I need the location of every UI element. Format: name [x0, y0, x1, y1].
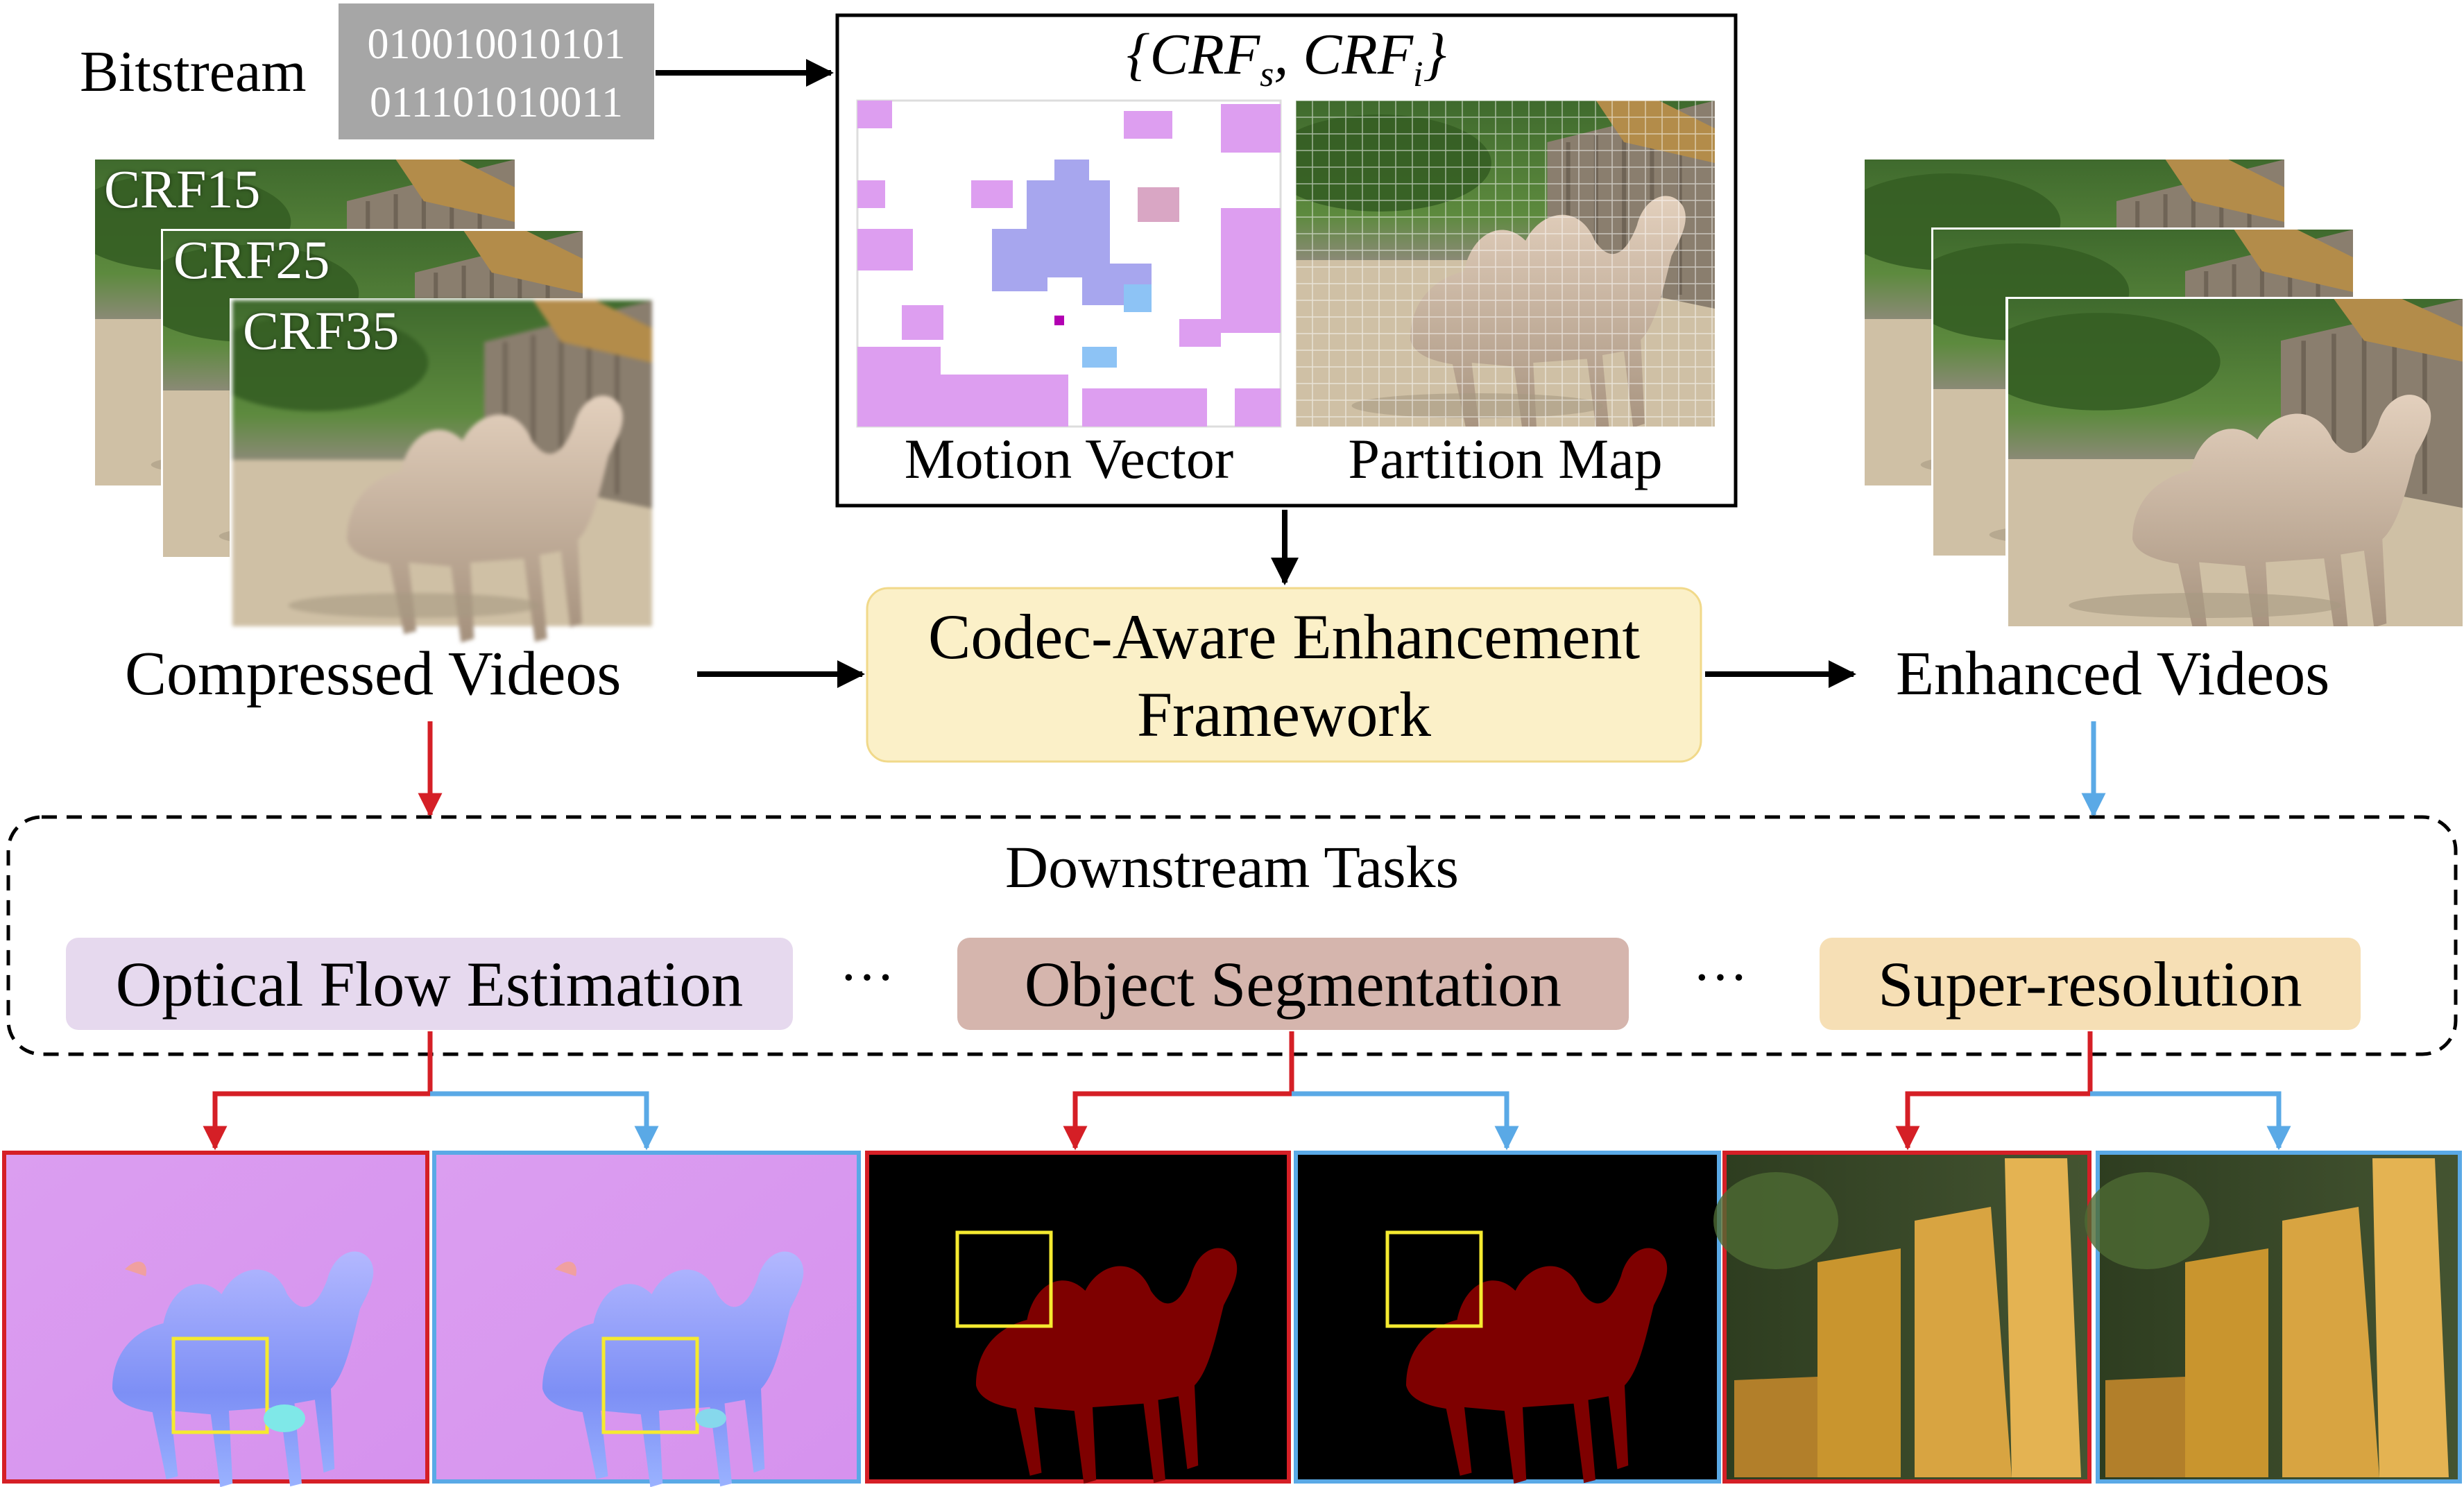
task-optical-flow: Optical Flow Estimation: [115, 948, 744, 1020]
branch-optical-flow: [203, 1031, 659, 1151]
framework-box: [866, 587, 1702, 763]
framework-label-line2: Framework: [1136, 679, 1432, 750]
downstream-container: [6, 815, 2458, 1056]
title-part1: {CRF: [1126, 22, 1260, 87]
title-close: }: [1423, 22, 1447, 87]
frame-tag-crf25: CRF25: [173, 230, 330, 290]
partition-map: [1295, 100, 1715, 427]
task-super-resolution: Super-resolution: [1878, 948, 2302, 1020]
result-flow-compressed: [2, 1151, 429, 1487]
enhanced-frame-3: [2005, 297, 2463, 628]
bitstream-box: [339, 3, 654, 139]
result-sr-enhanced: [2085, 1151, 2462, 1484]
result-sr-compressed: [1713, 1151, 2091, 1484]
result-seg-compressed: [865, 1151, 1291, 1484]
ellipsis-1: ···: [839, 947, 895, 1008]
frame-tag-crf15: CRF15: [104, 159, 261, 219]
title-sub-i: i: [1413, 54, 1423, 94]
task-pill-optical-flow: [66, 938, 793, 1030]
task-pill-super-resolution: [1820, 938, 2361, 1030]
branch-segmentation: [1063, 1031, 1519, 1151]
title-sep: , CRF: [1274, 22, 1414, 87]
bitstream-bits-line1: 010010010101: [367, 21, 626, 68]
ellipsis-2: ···: [1693, 947, 1748, 1008]
motion-vector-map: [856, 99, 1282, 428]
bitstream-label: Bitstream: [80, 40, 307, 104]
downstream-title: Downstream Tasks: [1004, 834, 1460, 900]
task-pill-segmentation: [957, 938, 1629, 1030]
partition-map-label: Partition Map: [1348, 427, 1663, 490]
bitstream-bits-line2: 011101010011: [369, 79, 624, 126]
title-sub-s: s: [1260, 54, 1274, 94]
framework-label: Codec-Aware Enhancement Framework: [867, 598, 1701, 753]
framework-label-line1: Codec-Aware Enhancement: [927, 601, 1641, 672]
task-object-segmentation: Object Segmentation: [1024, 948, 1562, 1020]
branch-super-resolution: [1895, 1031, 2291, 1151]
bitstream-bits: 010010010101 011101010011: [339, 15, 654, 132]
codec-info-title: {CRFs, CRFi}: [837, 21, 1736, 95]
compressed-videos-label: Compressed Videos: [125, 639, 622, 708]
compressed-frame-crf35: [230, 298, 654, 630]
result-seg-enhanced: [1294, 1151, 1721, 1484]
result-flow-enhanced: [432, 1151, 861, 1487]
frame-tag-crf35: CRF35: [243, 300, 400, 361]
motion-vector-label: Motion Vector: [904, 427, 1234, 490]
enhanced-videos-label: Enhanced Videos: [1896, 639, 2330, 708]
